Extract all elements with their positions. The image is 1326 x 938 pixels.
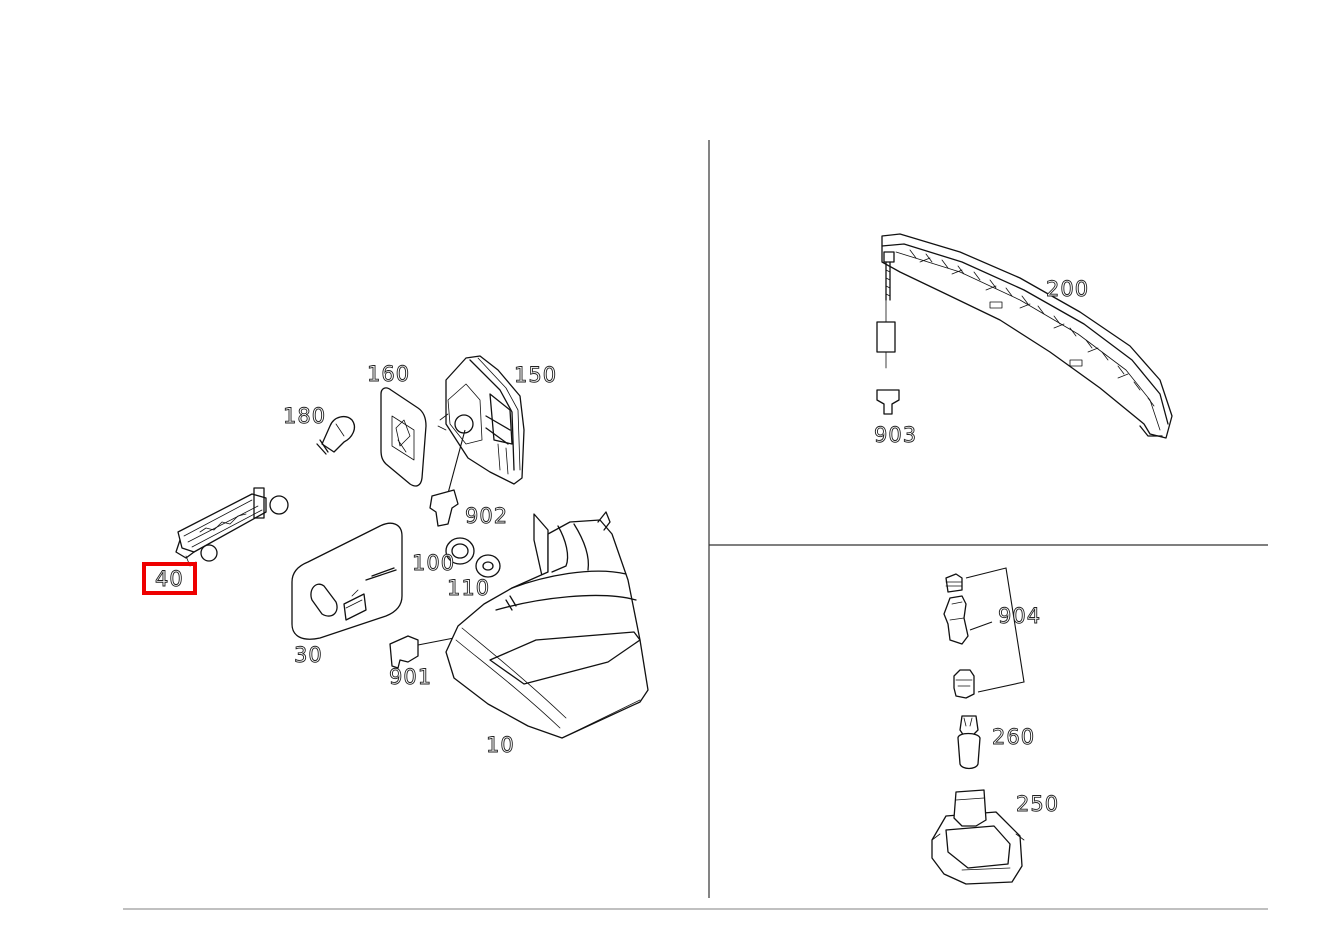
connector-icon[interactable] [876,389,900,415]
part-label-904[interactable]: 904 [998,604,1041,629]
part-label-903[interactable]: 903 [874,423,917,448]
connector-icon[interactable] [389,635,455,669]
highlight-box [142,562,197,595]
bulb-icon[interactable] [316,415,356,455]
part-label-250[interactable]: 250 [1016,792,1059,817]
gasket-plate-icon[interactable] [291,522,403,640]
part-label-30[interactable]: 30 [294,643,323,668]
inner-lamp-unit-icon[interactable] [437,355,525,485]
washer-icon[interactable] [475,554,501,578]
part-label-10[interactable]: 10 [486,733,515,758]
part-label-200[interactable]: 200 [1046,277,1089,302]
part-label-902[interactable]: 902 [465,504,508,529]
part-label-40[interactable]: 40 [155,567,184,592]
part-label-160[interactable]: 160 [367,362,410,387]
part-label-100[interactable]: 100 [412,551,455,576]
third-brake-light-icon[interactable] [876,233,1173,439]
part-label-901[interactable]: 901 [389,665,432,690]
part-label-150[interactable]: 150 [514,363,557,388]
seal-icon[interactable] [380,387,427,487]
bulb-holder-icon[interactable] [175,487,289,567]
part-label-260[interactable]: 260 [992,725,1035,750]
festoon-bulb-icon[interactable] [957,715,981,770]
tail-lamp-housing-icon[interactable] [445,511,649,739]
connector-icon[interactable] [429,429,466,527]
grommet-icon[interactable] [445,537,475,565]
part-label-180[interactable]: 180 [283,404,326,429]
part-label-110[interactable]: 110 [447,576,490,601]
license-plate-lamp-icon[interactable] [931,789,1025,885]
socket-assembly-icon[interactable] [943,567,1025,699]
